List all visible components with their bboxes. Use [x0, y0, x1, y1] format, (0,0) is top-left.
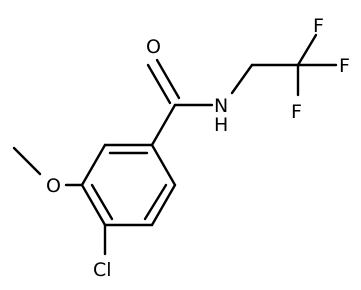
- carbonyl-carbon-bond: [150, 103, 177, 147]
- ring-bond-6: [150, 143, 177, 187]
- carbonyl-double-bond-a: [146, 63, 172, 105]
- fluorine-right-label: F: [339, 55, 350, 77]
- ring-bond-3: [80, 183, 107, 227]
- ring-double-bond-b: [90, 183, 114, 221]
- methoxy-group: [12, 146, 84, 187]
- chlorine-label: Cl: [93, 259, 112, 281]
- benzene-ring: [80, 143, 177, 227]
- ring-bond-2: [80, 143, 107, 187]
- n-ch2-bond: [230, 63, 254, 95]
- amide-nitrogen-label: N: [214, 95, 228, 117]
- fluorine-bottom-label: F: [291, 101, 302, 123]
- amide-group: [146, 33, 338, 147]
- carbonyl-oxygen-label: O: [146, 36, 161, 58]
- amide-hydrogen-label: H: [214, 114, 228, 136]
- fluorine-top-label: F: [313, 15, 324, 37]
- cf3-f-top-bond: [296, 33, 318, 67]
- carbonyl-double-bond-b: [155, 58, 181, 100]
- ring-bond-5: [150, 183, 177, 227]
- o-methyl-bond: [12, 146, 42, 176]
- methoxy-oxygen-label: O: [46, 175, 61, 197]
- ring-double-bond-c: [143, 183, 168, 221]
